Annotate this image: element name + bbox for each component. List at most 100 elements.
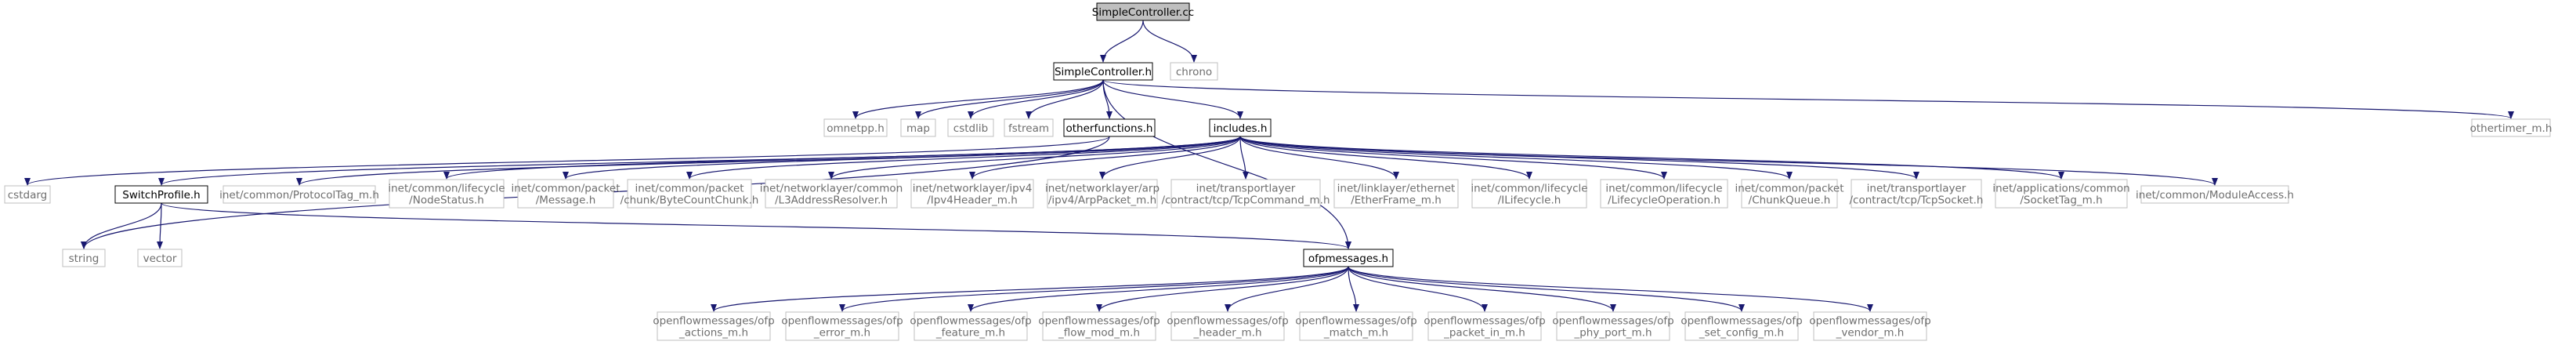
node-ofp_packet_in-label-1: _packet_in_m.h [1443,327,1525,340]
node-othertimer: othertimer_m.h [2470,118,2552,137]
node-ilifecycle-label-1: /ILifecycle.h [1498,194,1561,207]
node-sch-box [1053,62,1153,81]
node-message-label-0: inet/common/packet [511,183,620,195]
node-cstdlib: cstdlib [947,118,994,137]
node-ofp_vendor: openflowmessages/ofp_vendor_m.h [1809,311,1931,341]
node-root[interactable]: SimpleController.cc [1092,2,1194,21]
edge-sch-to-othertimer [1102,79,2514,119]
edge-includes-to-tcpcommand [1239,136,1249,180]
node-lifecycleop-label-1: /LifecycleOperation.h [1608,194,1720,207]
node-etherframe-box [1333,179,1459,209]
node-ofp_set_config: openflowmessages/ofp_set_config_m.h [1681,311,1803,341]
node-string-label-0: string [69,252,99,265]
node-ofp_actions-box [657,311,771,341]
node-tcpsocket: inet/transportlayer/contract/tcp/TcpSock… [1850,179,1983,209]
node-ofp_error-label-0: openflowmessages/ofp [781,315,903,328]
node-switchprofile-label-0: SwitchProfile.h [122,189,200,202]
node-ofp_error-box [785,311,899,341]
node-ofpmessages-label-0: ofpmessages.h [1308,252,1388,265]
node-ofp_actions-label-1: _actions_m.h [678,327,748,340]
node-cstdlib-label-0: cstdlib [953,122,988,135]
node-ofp_phy_port: openflowmessages/ofp_phy_port_m.h [1552,311,1674,341]
node-bytecount-label-0: inet/common/packet [635,183,743,195]
node-ofp_set_config-label-1: _set_config_m.h [1699,327,1784,340]
node-tcpcommand-label-1: /contract/tcp/TcpCommand_m.h [1161,194,1330,207]
node-switchprofile[interactable]: SwitchProfile.h [114,185,208,204]
edge-includes-to-message [563,136,1241,180]
node-chrono-label-0: chrono [1176,66,1212,78]
nodes-layer: SimpleController.cc chrono SimpleControlle… [4,2,2552,341]
node-sockettag-box [1995,179,2128,209]
node-ofp_phy_port-label-0: openflowmessages/ofp [1552,315,1673,328]
edge-includes-to-tcpsocket [1239,136,1919,180]
node-ofp_feature-label-0: openflowmessages/ofp [910,315,1031,328]
node-arppacket-box [1047,179,1158,209]
node-switchprofile-box [114,185,208,204]
node-tcpcommand: inet/transportlayer/contract/tcp/TcpComm… [1161,179,1330,209]
edge-includes-to-moduleaccess [1239,136,2218,186]
node-arppacket: inet/networklayer/arp/ipv4/ArpPacket_m.h [1045,179,1160,209]
node-ofp_vendor-box [1813,311,1927,341]
node-ofp_set_config-label-0: openflowmessages/ofp [1681,315,1802,328]
node-string-box [62,249,106,267]
node-sch[interactable]: SimpleController.h [1053,62,1153,81]
node-chunkqueue-label-0: inet/common/packet [1735,183,1843,195]
node-protocoltag-label-0: inet/common/ProtocolTag_m.h [219,189,379,202]
node-ofpmessages-box [1303,249,1394,267]
edge-includes-to-arppacket [1099,136,1241,180]
node-sockettag-label-0: inet/applications/common [1992,183,2129,195]
node-ofp_error: openflowmessages/ofp_error_m.h [781,311,903,341]
edge-sch-to-cstdlib [968,79,1104,119]
node-otherfunctions[interactable]: otherfunctions.h [1063,118,1156,137]
node-ofp_match-label-0: openflowmessages/ofp [1295,315,1416,328]
edge-otherfunctions-to-cstdarg [24,136,1110,186]
node-ipv4header-box [910,179,1034,209]
node-includes[interactable]: includes.h [1209,118,1272,137]
edge-root-to-chrono [1142,20,1197,63]
node-vector: vector [137,249,183,267]
edge-ofpmessages-to-ofp_actions [711,266,1349,312]
node-othertimer-box [2471,118,2551,137]
node-cstdlib-box [947,118,994,137]
edge-ofpmessages-to-ofp_error [839,266,1349,312]
node-chrono-box [1170,62,1218,81]
node-ofpmessages[interactable]: ofpmessages.h [1303,249,1394,267]
node-message-label-1: /Message.h [536,194,596,207]
node-protocoltag: inet/common/ProtocolTag_m.h [219,185,379,204]
node-protocoltag-box [223,185,376,204]
edge-includes-to-ilifecycle [1239,136,1532,180]
node-bytecount-label-1: /chunk/ByteCountChunk.h [620,194,759,207]
node-includes-box [1209,118,1272,137]
node-ofp_flow_mod-box [1042,311,1156,341]
node-ofp_header-box [1170,311,1285,341]
edge-sch-to-map [915,79,1104,119]
node-ofp_match-label-1: _match_m.h [1323,327,1388,340]
node-arppacket-label-1: /ipv4/ArpPacket_m.h [1048,194,1156,207]
node-lifecycleop-label-0: inet/common/lifecycle [1605,183,1722,195]
node-cstdarg: cstdarg [4,185,51,204]
edge-ofpmessages-to-ofp_feature [968,266,1349,312]
node-sockettag-label-1: /SocketTag_m.h [2020,194,2102,207]
node-tcpsocket-label-0: inet/transportlayer [1867,183,1966,195]
edge-includes-to-protocoltag [296,136,1241,186]
node-ofp_header-label-0: openflowmessages/ofp [1167,315,1288,328]
node-ofp_error-label-1: _error_m.h [813,327,870,340]
edge-ofpmessages-to-ofp_phy_port [1348,266,1616,312]
node-bytecount-box [627,179,752,209]
node-sockettag: inet/applications/common/SocketTag_m.h [1992,179,2130,209]
node-lifecycleop-box [1600,179,1728,209]
edge-includes-to-nodestatus [443,136,1241,180]
node-ipv4header: inet/networklayer/ipv4/Ipv4Header_m.h [910,179,1034,209]
edge-includes-to-switchprofile [158,136,1241,186]
node-ofp_packet_in-box [1427,311,1542,341]
node-ofp_actions: openflowmessages/ofp_actions_m.h [653,311,775,341]
node-ofp_header: openflowmessages/ofp_header_m.h [1167,311,1289,341]
node-ilifecycle: inet/common/lifecycle/ILifecycle.h [1471,179,1588,209]
node-nodestatus: inet/common/lifecycle/NodeStatus.h [388,179,505,209]
edge-switchprofile-to-ofpmessages [161,202,1351,249]
node-tcpsocket-box [1851,179,1982,209]
edge-switchprofile-to-string [81,202,162,249]
node-ofp_match: openflowmessages/ofp_match_m.h [1295,311,1417,341]
node-cstdarg-label-0: cstdarg [8,189,47,202]
node-etherframe: inet/linklayer/ethernet/EtherFrame_m.h [1333,179,1459,209]
